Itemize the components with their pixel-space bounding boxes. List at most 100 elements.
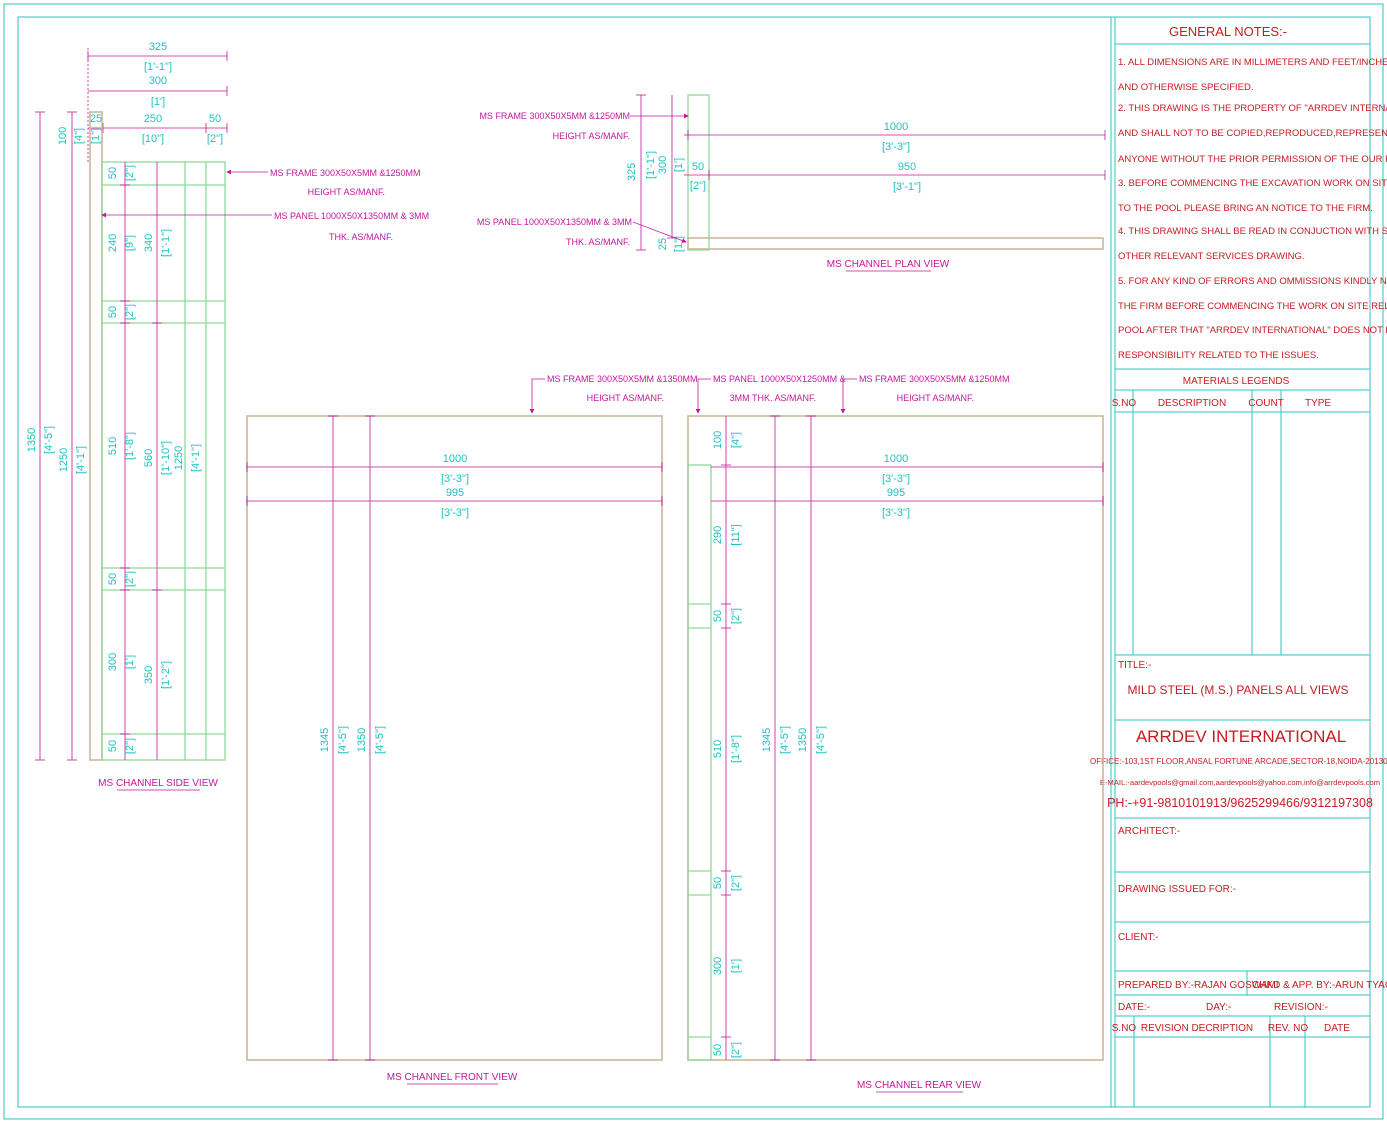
dim-text: 25 [657, 238, 669, 250]
general-notes-list: 1. ALL DIMENSIONS ARE IN MILLIMETERS AND… [1118, 57, 1387, 361]
dim-text: [2"] [730, 875, 742, 891]
side-panel-label: THK. AS/MANF. [329, 232, 393, 242]
plan-view-caption: MS CHANNEL PLAN VIEW [827, 259, 950, 270]
office-address: OFFICE:-103,1ST FLOOR,ANSAL FORTUNE ARCA… [1090, 757, 1387, 766]
front-dimension-lines [246, 415, 663, 1061]
dim-text: 240 [107, 234, 119, 252]
company-name: ARRDEV INTERNATIONAL [1136, 727, 1346, 746]
materials-legend-heading: MATERIALS LEGENDS [1183, 376, 1290, 387]
side-frame-label: MS FRAME 300X50X5MM &1250MM [270, 168, 421, 178]
side-frame-members [102, 162, 225, 760]
dim-text: [4'-5"] [43, 426, 55, 454]
dim-text: [2"] [730, 608, 742, 624]
dim-text: 510 [107, 437, 119, 455]
dim-text: 1250 [173, 446, 185, 470]
dim-text: [3'-3"] [882, 473, 910, 485]
dim-text: [1'-10"] [160, 441, 172, 475]
note-line: RESPONSIBILITY RELATED TO THE ISSUES. [1118, 350, 1319, 361]
note-line: 1. ALL DIMENSIONS ARE IN MILLIMETERS AND… [1118, 57, 1387, 68]
plan-panel-label: MS PANEL 1000X50X1350MM & 3MM [477, 217, 632, 227]
dim-text: 950 [898, 161, 916, 173]
dim-text: 995 [446, 487, 464, 499]
note-line: ANYONE WITHOUT THE PRIOR PERMISSION OF T… [1118, 154, 1387, 165]
note-line: 2. THIS DRAWING IS THE PROPERTY OF "ARRD… [1118, 103, 1387, 114]
rear-view: 1000 [3'-3"] 995 [3'-3"] 1345 [4'-5"] 13… [687, 374, 1104, 1093]
dim-text: [3'-3"] [441, 473, 469, 485]
front-frame-label: HEIGHT AS/MANF. [587, 393, 664, 403]
side-view-top-dimension-lines [87, 48, 228, 162]
revision-label: REVISION:- [1274, 1002, 1328, 1013]
note-line: TO THE POOL PLEASE BRING AN NOTICE TO TH… [1118, 203, 1373, 214]
company-phone: PH:-+91-9810101913/9625299466/9312197308 [1107, 796, 1373, 810]
dim-text: 1345 [319, 728, 331, 752]
legend-col-sno: S.NO [1112, 398, 1137, 409]
dim-text: [1'] [673, 158, 685, 172]
issued-for-label: DRAWING ISSUED FOR:- [1118, 884, 1236, 895]
dim-text: 100 [712, 431, 724, 449]
rev-col-no: REV. NO [1268, 1023, 1308, 1034]
prepared-by: PREPARED BY:-RAJAN GOSWAMI [1118, 980, 1279, 991]
side-inner-dimension-lines [120, 162, 162, 760]
dim-text: [3'-3"] [441, 507, 469, 519]
note-line: THE FIRM BEFORE COMMENCING THE WORK ON S… [1118, 301, 1387, 312]
dim-text: [2"] [124, 738, 136, 754]
dim-text: [2"] [124, 165, 136, 181]
rear-dimension-lines [711, 415, 1104, 1061]
legend-col-type: TYPE [1305, 398, 1331, 409]
dim-text: 1250 [58, 448, 70, 472]
side-panel-edge [89, 111, 103, 761]
note-line: AND OTHERWISE SPECIFIED. [1118, 82, 1253, 93]
dim-text: [1"] [90, 128, 102, 144]
front-frame-label: MS FRAME 300X50X5MM &1350MM [547, 374, 698, 384]
dim-text: 1000 [884, 121, 908, 133]
dim-text: [11"] [730, 524, 742, 545]
dim-text: 1000 [443, 453, 467, 465]
front-view-caption: MS CHANNEL FRONT VIEW [387, 1072, 518, 1083]
note-line: OTHER RELEVANT SERVICES DRAWING. [1118, 251, 1305, 262]
note-line: 3. BEFORE COMMENCING THE EXCAVATION WORK… [1118, 178, 1387, 189]
plan-panel-outline [687, 237, 1104, 250]
side-view: 325 [1'-1"] 300 [1'] 25 250 [10"] 50 [2"… [26, 41, 429, 791]
dim-text: 560 [143, 449, 155, 467]
drawing-title: MILD STEEL (M.S.) PANELS ALL VIEWS [1128, 683, 1349, 697]
rear-view-caption: MS CHANNEL REAR VIEW [857, 1080, 982, 1091]
side-frame-outline [101, 161, 226, 761]
legend-col-count: COUNT [1248, 398, 1284, 409]
rear-panel-label: 3MM THK. AS/MANF. [730, 393, 816, 403]
front-view: 1000 [3'-3"] 995 [3'-3"] 1345 [4'-5"] 13… [246, 374, 698, 1085]
dim-text: 25 [90, 113, 102, 125]
dim-text: [4'-1"] [190, 444, 202, 472]
dim-text: 1000 [884, 453, 908, 465]
dim-text: [1'-8"] [124, 432, 136, 460]
side-view-caption: MS CHANNEL SIDE VIEW [98, 778, 218, 789]
dim-text: 50 [209, 113, 221, 125]
side-frame-label: HEIGHT AS/MANF. [308, 187, 385, 197]
rear-frame-label: MS FRAME 300X50X5MM &1250MM [859, 374, 1010, 384]
dim-text: [1'] [124, 655, 136, 669]
dim-text: 1345 [761, 728, 773, 752]
dim-text: [1'-1"] [144, 61, 172, 73]
legend-col-description: DESCRIPTION [1158, 398, 1226, 409]
rev-col-description: REVISION DECRIPTION [1141, 1023, 1253, 1034]
dim-text: 1350 [356, 728, 368, 752]
dim-text: 325 [626, 163, 638, 181]
plan-frame-label: MS FRAME 300X50X5MM &1250MM [479, 111, 630, 121]
dim-text: [2"] [690, 180, 706, 192]
dim-text: [4'-5"] [815, 726, 827, 754]
dim-text: [2"] [730, 1042, 742, 1058]
rear-frame-label: HEIGHT AS/MANF. [897, 393, 974, 403]
dim-text: [10"] [142, 133, 164, 145]
general-notes-heading: GENERAL NOTES:- [1169, 24, 1287, 39]
outer-border [3, 3, 1384, 1120]
dim-text: 50 [107, 167, 119, 179]
dim-text: [4"] [730, 432, 742, 448]
rear-panel-label: MS PANEL 1000X50X1250MM & [713, 374, 846, 384]
dim-text: [2"] [124, 304, 136, 320]
dim-text: 50 [692, 161, 704, 173]
inner-border [17, 16, 1371, 1108]
company-email: E-MAIL:-aardevpools@gmail.com,aardevpool… [1100, 778, 1380, 787]
dim-text: 325 [149, 41, 167, 53]
note-line: 5. FOR ANY KIND OF ERRORS AND OMMISSIONS… [1118, 276, 1387, 287]
dim-text: 300 [657, 156, 669, 174]
front-panel-outline [246, 415, 663, 1061]
